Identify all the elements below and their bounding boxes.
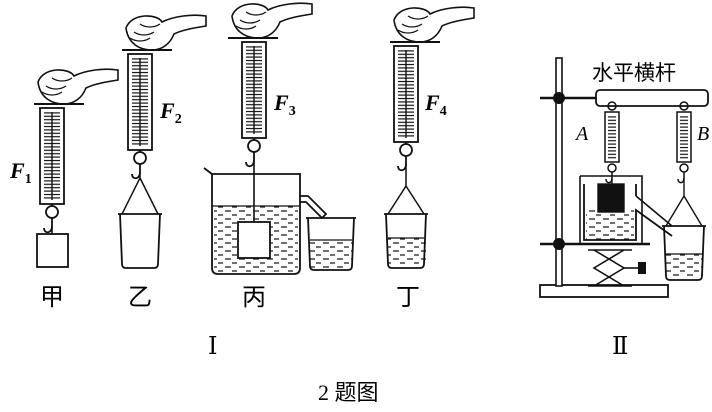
label-f2: F2 <box>159 98 182 127</box>
caption-jia: 甲 <box>40 285 64 311</box>
spring-scale-bing <box>241 41 267 168</box>
caption-bing: 丙 <box>242 285 266 311</box>
stand-base <box>539 284 669 298</box>
spring-scale-yi <box>127 53 153 180</box>
hand-icon <box>227 2 313 39</box>
black-block <box>597 183 625 213</box>
figure-caption: 2 题图 <box>318 380 379 405</box>
setup-two <box>539 57 709 298</box>
hand-icon <box>121 14 207 51</box>
hand-icon <box>389 6 475 43</box>
caption-ding: 丁 <box>396 285 420 311</box>
setup-yi <box>118 14 207 269</box>
label-f1: F1 <box>9 158 32 187</box>
spring-scale-jia <box>39 107 65 234</box>
numeral-two: Ⅱ <box>612 334 628 360</box>
spring-scale-a <box>604 101 620 184</box>
hand-icon <box>33 68 119 105</box>
setup-ding <box>384 6 475 269</box>
label-f4: F4 <box>424 90 447 119</box>
stand-rod <box>555 57 563 287</box>
metal-block <box>36 233 69 268</box>
bar-label: 水平横杆 <box>592 61 676 85</box>
spring-scale-b <box>676 101 692 184</box>
submerged-block <box>237 221 271 259</box>
beaker-with-water <box>385 213 427 269</box>
label-b: B <box>697 123 709 145</box>
small-beaker <box>307 217 355 271</box>
setup-jia <box>33 68 119 268</box>
horizontal-bar <box>595 89 709 107</box>
label-f3: F3 <box>273 90 296 119</box>
lift-jack <box>592 249 626 287</box>
spring-scale-ding <box>393 45 419 172</box>
numeral-one: Ⅰ <box>208 334 217 360</box>
catch-beaker <box>663 225 705 281</box>
caption-yi: 乙 <box>128 285 152 311</box>
empty-beaker <box>119 213 161 269</box>
setup-bing <box>203 2 356 275</box>
label-a: A <box>574 123 589 145</box>
